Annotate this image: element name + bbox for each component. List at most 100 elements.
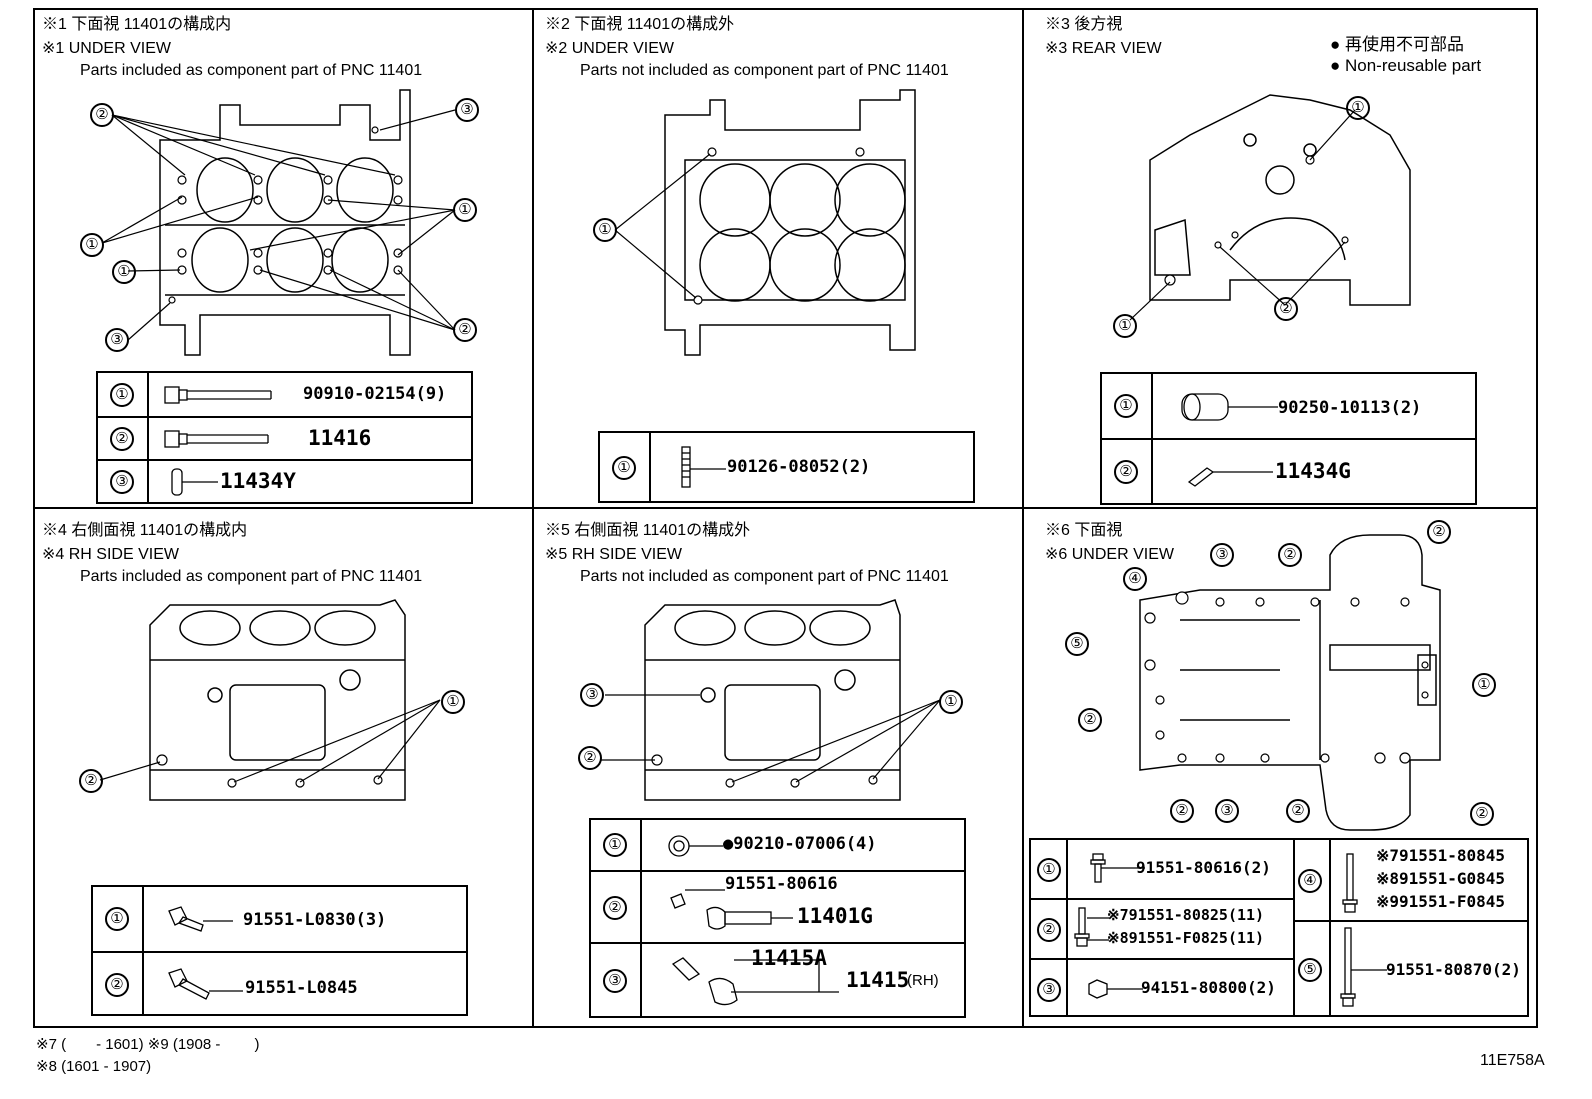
parts-table-3: ① 90250-10113(2) ② 11434G	[1100, 372, 1477, 505]
callout-1: ①	[1346, 96, 1370, 120]
callout-3: ③	[1215, 799, 1239, 823]
flange-bolt-icon	[1340, 927, 1387, 1007]
engine-block-under-view-1	[101, 89, 456, 356]
callout-3: ③	[580, 683, 604, 707]
callout-3: ③	[105, 328, 129, 352]
callout-2: ②	[1286, 799, 1310, 823]
dowel-pin-icon	[1187, 467, 1273, 487]
parts-row: ① 91551-L0830(3)	[93, 887, 466, 951]
divider	[532, 10, 534, 1026]
part-number: ※891551-G0845	[1376, 869, 1505, 888]
part-number: 11434G	[1275, 459, 1351, 483]
divider	[1022, 10, 1024, 1026]
part-number: 11415A	[751, 946, 827, 970]
callout-5: ⑤	[1065, 632, 1089, 656]
callout-2: ②	[79, 769, 103, 793]
panel-6-title-en: ※6 UNDER VIEW	[1045, 546, 1174, 563]
panel-2-title-jp: ※2 下面視 11401の構成外	[545, 16, 735, 33]
parts-row: ① 90126-08052(2)	[600, 433, 973, 503]
hollow-dowel-icon	[1181, 393, 1278, 421]
callout-2: ②	[1427, 520, 1451, 544]
callout-2: ②	[1078, 708, 1102, 732]
parts-table-1: ① 90910-02154(9) ② 11416 ③ 11434Y	[96, 371, 473, 504]
nut-icon	[1088, 979, 1143, 999]
callout-2: ②	[1170, 799, 1194, 823]
row-number: ②	[1037, 918, 1061, 942]
panel-4-desc: Parts included as component part of PNC …	[80, 568, 423, 585]
part-number: ●90210-07006(4)	[723, 834, 877, 854]
part-number: 90250-10113(2)	[1278, 398, 1422, 418]
engine-block-under-view-6	[1139, 534, 1441, 831]
parts-table-6: ① 91551-80616(2) ② ※791551-80825(11) ※89…	[1029, 838, 1529, 1017]
panel-3-title-jp: ※3 後方視	[1045, 16, 1123, 33]
part-number: 11401G	[797, 904, 873, 928]
part-number: 11416	[308, 426, 372, 450]
flange-bolt-icon	[1090, 853, 1145, 883]
part-number: 91551-80616(2)	[1136, 858, 1271, 877]
footnote-2: ※8 (1601 - 1907)	[36, 1058, 152, 1075]
flange-bolt-icon	[168, 968, 243, 1000]
parts-row: ③ 11415A 11415 (RH)	[591, 942, 964, 1018]
dowel-pin-icon	[171, 468, 218, 496]
part-number: ※791551-80845	[1376, 846, 1505, 865]
row-number: ①	[1037, 858, 1061, 882]
parts-table-5: ① ●90210-07006(4) ② 91551-80616 11401G ③…	[589, 818, 966, 1018]
part-number: 11434Y	[220, 469, 296, 493]
row-number: ⑤	[1298, 958, 1322, 982]
footnote-1: ※7 ( - 1601) ※9 (1908 - )	[36, 1036, 260, 1053]
engine-block-rear-view	[1129, 94, 1411, 321]
part-number: 90126-08052(2)	[727, 457, 871, 477]
callout-3: ③	[455, 98, 479, 122]
parts-row: ① ●90210-07006(4)	[591, 820, 964, 870]
parts-table-4: ① 91551-L0830(3) ② 91551-L0845	[91, 885, 468, 1016]
panel-4-title-jp: ※4 右側面視 11401の構成内	[42, 522, 248, 539]
callout-1: ①	[1113, 314, 1137, 338]
illustration-code: 11E758A	[1480, 1052, 1545, 1069]
engine-block-rh-side-view-1	[99, 599, 441, 801]
callout-1: ①	[453, 198, 477, 222]
engine-block-under-view-2	[614, 89, 916, 356]
callout-2: ②	[1470, 802, 1494, 826]
panel-2-title-en: ※2 UNDER VIEW	[545, 40, 674, 57]
panel-1-title-en: ※1 UNDER VIEW	[42, 40, 171, 57]
panel-3-title-en: ※3 REAR VIEW	[1045, 40, 1162, 57]
panel-4-title-en: ※4 RH SIDE VIEW	[42, 546, 179, 563]
parts-row: ① 90250-10113(2)	[1102, 374, 1475, 438]
callout-4: ④	[1123, 567, 1147, 591]
panel-5-title-jp: ※5 右側面視 11401の構成外	[545, 522, 751, 539]
flange-bolt-icon	[164, 386, 272, 404]
panel-5-desc: Parts not included as component part of …	[580, 568, 949, 585]
stud-bolt-icon	[681, 446, 726, 488]
sensor-icon	[670, 889, 793, 930]
part-number: 91551-80616	[725, 874, 838, 894]
divider	[35, 507, 1536, 509]
part-suffix: (RH)	[907, 972, 939, 989]
parts-row: ② 11416	[98, 416, 471, 461]
callout-1: ①	[112, 260, 136, 284]
parts-row: ② 91551-80616 11401G	[591, 870, 964, 944]
legend-en: ● Non-reusable part	[1330, 56, 1482, 75]
parts-row: ③ 11434Y	[98, 459, 471, 504]
part-number: 91551-L0845	[245, 978, 358, 998]
plug-icon	[668, 835, 723, 857]
parts-table-2: ① 90126-08052(2)	[598, 431, 975, 503]
part-number: ※991551-F0845	[1376, 892, 1505, 911]
panel-1-title-jp: ※1 下面視 11401の構成内	[42, 16, 232, 33]
part-number: ※791551-80825(11)	[1107, 906, 1265, 924]
callout-1: ①	[939, 690, 963, 714]
panel-5-title-en: ※5 RH SIDE VIEW	[545, 546, 682, 563]
part-number: 91551-80870(2)	[1386, 960, 1521, 979]
part-number: 91551-L0830(3)	[243, 910, 387, 930]
callout-2: ②	[453, 318, 477, 342]
part-number: 94151-80800(2)	[1141, 978, 1276, 997]
row-number: ③	[1037, 978, 1061, 1002]
callout-2: ②	[578, 746, 602, 770]
part-number: ※891551-F0825(11)	[1107, 929, 1265, 947]
callout-2: ②	[1278, 543, 1302, 567]
legend-jp: ● 再使用不可部品	[1330, 35, 1464, 54]
flange-bolt-icon	[168, 906, 233, 932]
callout-2: ②	[1274, 297, 1298, 321]
diagram-frame	[33, 8, 1538, 1028]
callout-1: ①	[80, 233, 104, 257]
callout-1: ①	[441, 690, 465, 714]
